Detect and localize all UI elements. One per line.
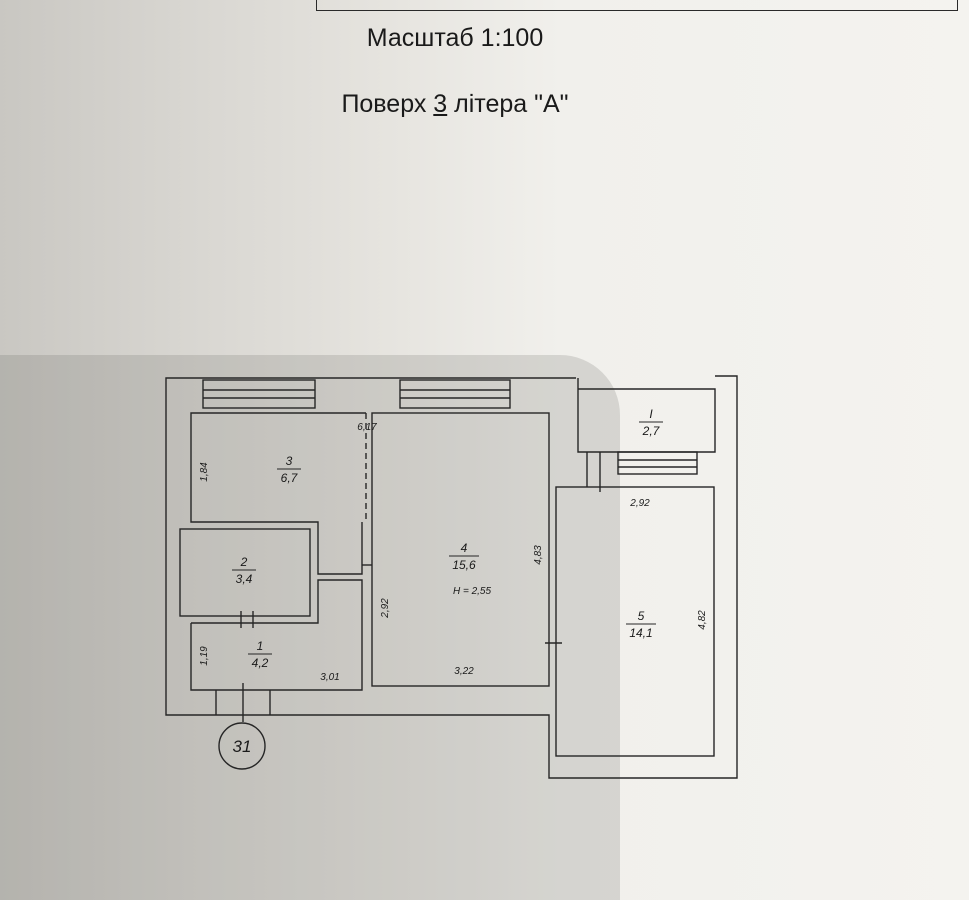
entrance-marker-circle: [218, 722, 266, 770]
dim-room4-height-right: 4,83: [533, 545, 544, 565]
dim-room1-width: 3,01: [320, 672, 339, 683]
scale-title: Масштаб 1:100: [366, 24, 544, 52]
room-2-area: 3,4: [236, 572, 253, 586]
room-4-area: 15,6: [452, 558, 476, 572]
room-1-number: 1: [257, 639, 264, 653]
outer-wall-left: [165, 375, 738, 779]
balcony-area: 2,7: [642, 424, 661, 438]
dim-room5-width: 2,92: [629, 498, 650, 509]
dim-room3-height: 1,84: [199, 462, 210, 482]
room-5-area: 14,1: [629, 626, 652, 640]
window-right: [617, 451, 698, 475]
entrance-door: [215, 683, 271, 722]
floor-suffix: літера "А": [447, 90, 569, 118]
balcony-outline: [577, 378, 716, 453]
window-center: [399, 379, 511, 409]
dim-room4-height-left: 2,92: [380, 598, 391, 619]
room-4-number: 4: [461, 541, 468, 555]
dim-room5-height: 4,82: [697, 610, 708, 630]
room-5-number: 5: [638, 609, 645, 623]
floor-number: 3: [433, 90, 448, 118]
room-3-area: 6,7: [281, 471, 299, 485]
room-5-outline: [555, 486, 715, 757]
window-left: [202, 379, 316, 409]
room-1-outline: [190, 579, 363, 691]
room-3-number: 3: [286, 454, 293, 468]
camera-shadow: [0, 355, 620, 900]
floor-title: Поверх 3 літера "А": [0, 90, 910, 119]
balcony-door: [586, 452, 601, 492]
room-2-outline: [179, 528, 311, 617]
room-4-outline: [371, 412, 550, 687]
dim-width-top: 6,17: [357, 422, 377, 433]
sheet-frame-top: [316, 0, 958, 11]
room-3-outline: [190, 412, 366, 575]
room-4-height: H = 2,55: [453, 586, 492, 597]
dim-room4-width: 3,22: [454, 666, 474, 677]
floor-prefix: Поверх: [341, 90, 434, 118]
balcony-number: I: [649, 407, 653, 421]
dim-room1-height: 1,19: [199, 646, 210, 666]
room-2-number: 2: [240, 555, 248, 569]
entrance-marker-label: 31: [233, 737, 252, 756]
room-1-area: 4,2: [252, 656, 269, 670]
